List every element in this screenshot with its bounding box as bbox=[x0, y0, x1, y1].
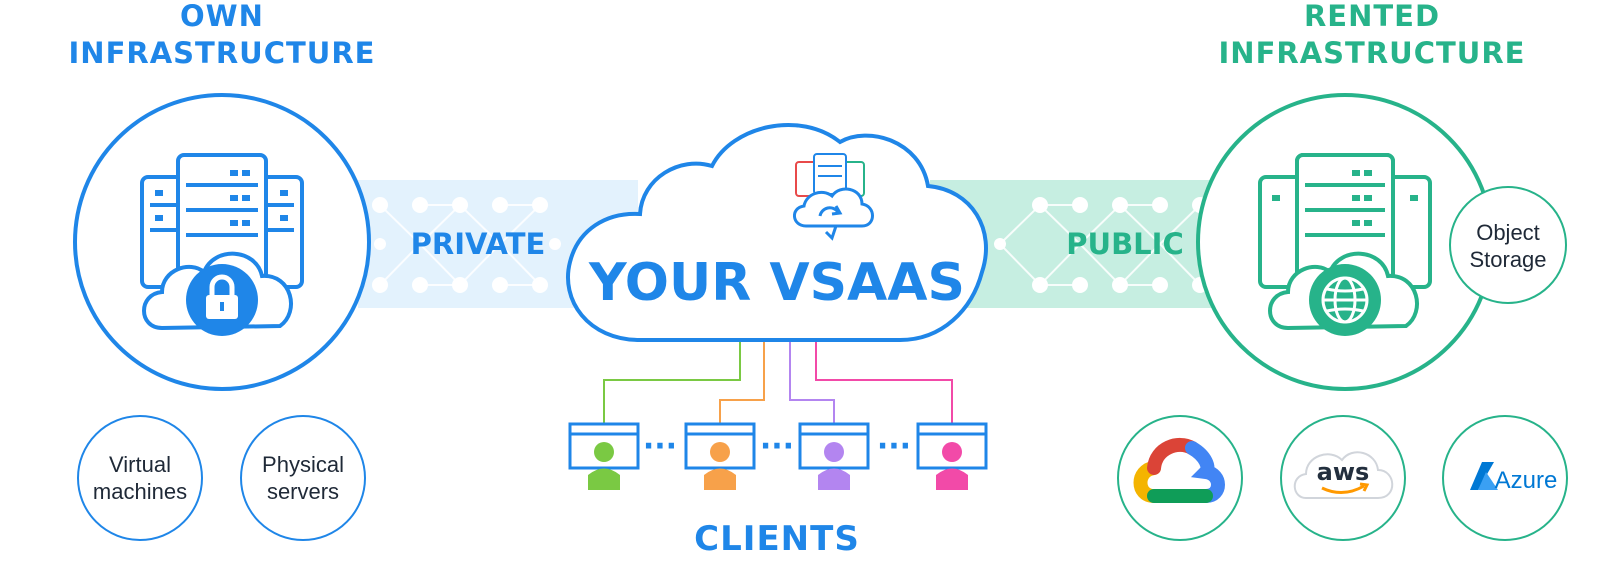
google-cloud-node bbox=[1117, 415, 1243, 541]
virtual-machines-line-2: machines bbox=[93, 479, 187, 504]
right-header-line-2: INFRASTRUCTURE bbox=[1219, 36, 1526, 70]
clients-separator-3: ··· bbox=[877, 429, 911, 464]
client-green bbox=[568, 422, 640, 490]
lock-icon bbox=[186, 264, 258, 336]
virtual-machines-node: Virtual machines bbox=[77, 415, 203, 541]
aws-node: aws bbox=[1280, 415, 1406, 541]
object-storage-node: Object Storage bbox=[1449, 186, 1567, 304]
left-header-line-2: INFRASTRUCTURE bbox=[69, 36, 376, 70]
vsaas-cloud: YOUR VSAAS bbox=[566, 123, 988, 342]
clients-label: CLIENTS bbox=[694, 519, 860, 559]
virtual-machines-line-1: Virtual bbox=[109, 452, 171, 477]
clients-separator-2: ··· bbox=[760, 429, 794, 464]
physical-servers-node: Physical servers bbox=[240, 415, 366, 541]
client-purple bbox=[798, 422, 870, 490]
rented-infrastructure-node bbox=[1196, 93, 1494, 391]
aws-logo-text: aws bbox=[1317, 458, 1370, 486]
client-pink bbox=[916, 422, 988, 490]
client-connections bbox=[603, 342, 953, 424]
left-header-line-1: OWN bbox=[180, 0, 264, 33]
globe-icon bbox=[1309, 264, 1381, 336]
right-header-line-1: RENTED bbox=[1304, 0, 1440, 33]
public-label: PUBLIC bbox=[1066, 227, 1183, 261]
sync-cloud-icon bbox=[793, 187, 874, 241]
physical-servers-line-1: Physical bbox=[262, 452, 344, 477]
client-orange bbox=[684, 422, 756, 490]
own-infrastructure-node bbox=[73, 93, 371, 391]
object-storage-line-1: Object bbox=[1476, 220, 1540, 245]
server-rack-icon-green bbox=[1258, 153, 1432, 289]
azure-node: Azure bbox=[1442, 415, 1568, 541]
azure-icon bbox=[1470, 462, 1498, 490]
cloud-server-icon bbox=[795, 153, 865, 197]
clients-separator-1: ··· bbox=[643, 429, 677, 464]
vsaas-title: YOUR VSAAS bbox=[588, 253, 965, 313]
object-storage-line-2: Storage bbox=[1469, 247, 1546, 272]
azure-logo-text: Azure bbox=[1495, 467, 1558, 494]
google-cloud-icon bbox=[1133, 437, 1225, 503]
private-label: PRIVATE bbox=[411, 227, 546, 261]
server-rack-icon bbox=[140, 153, 304, 289]
clients-group: ··· ··· ··· CLIENTS bbox=[568, 422, 988, 559]
physical-servers-line-2: servers bbox=[267, 479, 339, 504]
